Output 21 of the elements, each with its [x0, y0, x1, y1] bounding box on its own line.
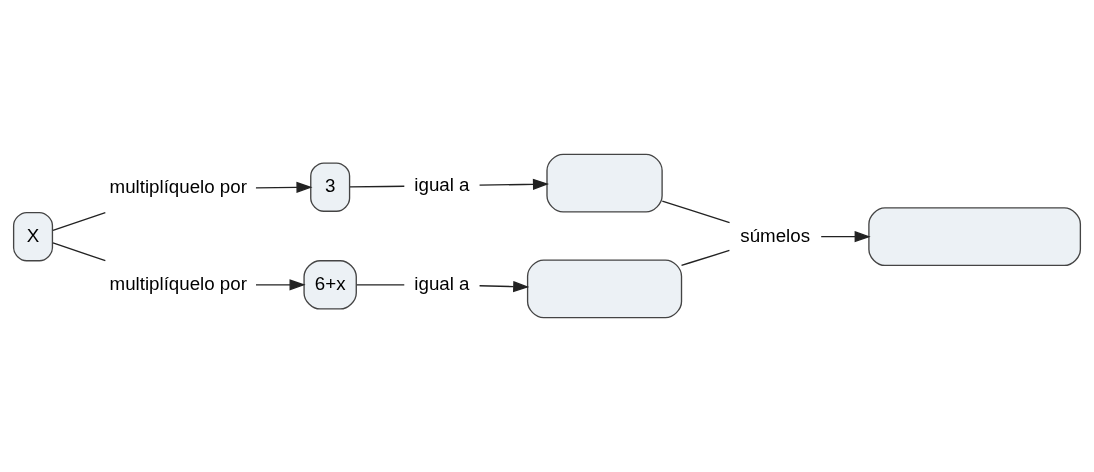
- arrow: [478, 280, 530, 293]
- node-box: [526, 259, 683, 319]
- node-text: súmelos: [740, 224, 811, 246]
- arrow: [478, 178, 549, 190]
- node-box: [868, 207, 1082, 267]
- arrow: [255, 181, 313, 194]
- node-text: igual a: [414, 173, 470, 195]
- connector: [52, 212, 106, 232]
- node-box: 3: [310, 162, 351, 212]
- connector: [52, 242, 106, 262]
- arrow: [255, 279, 306, 291]
- node-box: [546, 153, 663, 213]
- connector: [349, 185, 405, 188]
- node-text: multiplíquelo por: [109, 176, 247, 198]
- node-text: multiplíquelo por: [109, 272, 247, 294]
- connector: [356, 284, 405, 286]
- connector: [680, 249, 731, 267]
- node-text: igual a: [414, 272, 470, 294]
- connector: [661, 200, 731, 224]
- arrow: [820, 231, 871, 243]
- node-box: X: [12, 211, 54, 262]
